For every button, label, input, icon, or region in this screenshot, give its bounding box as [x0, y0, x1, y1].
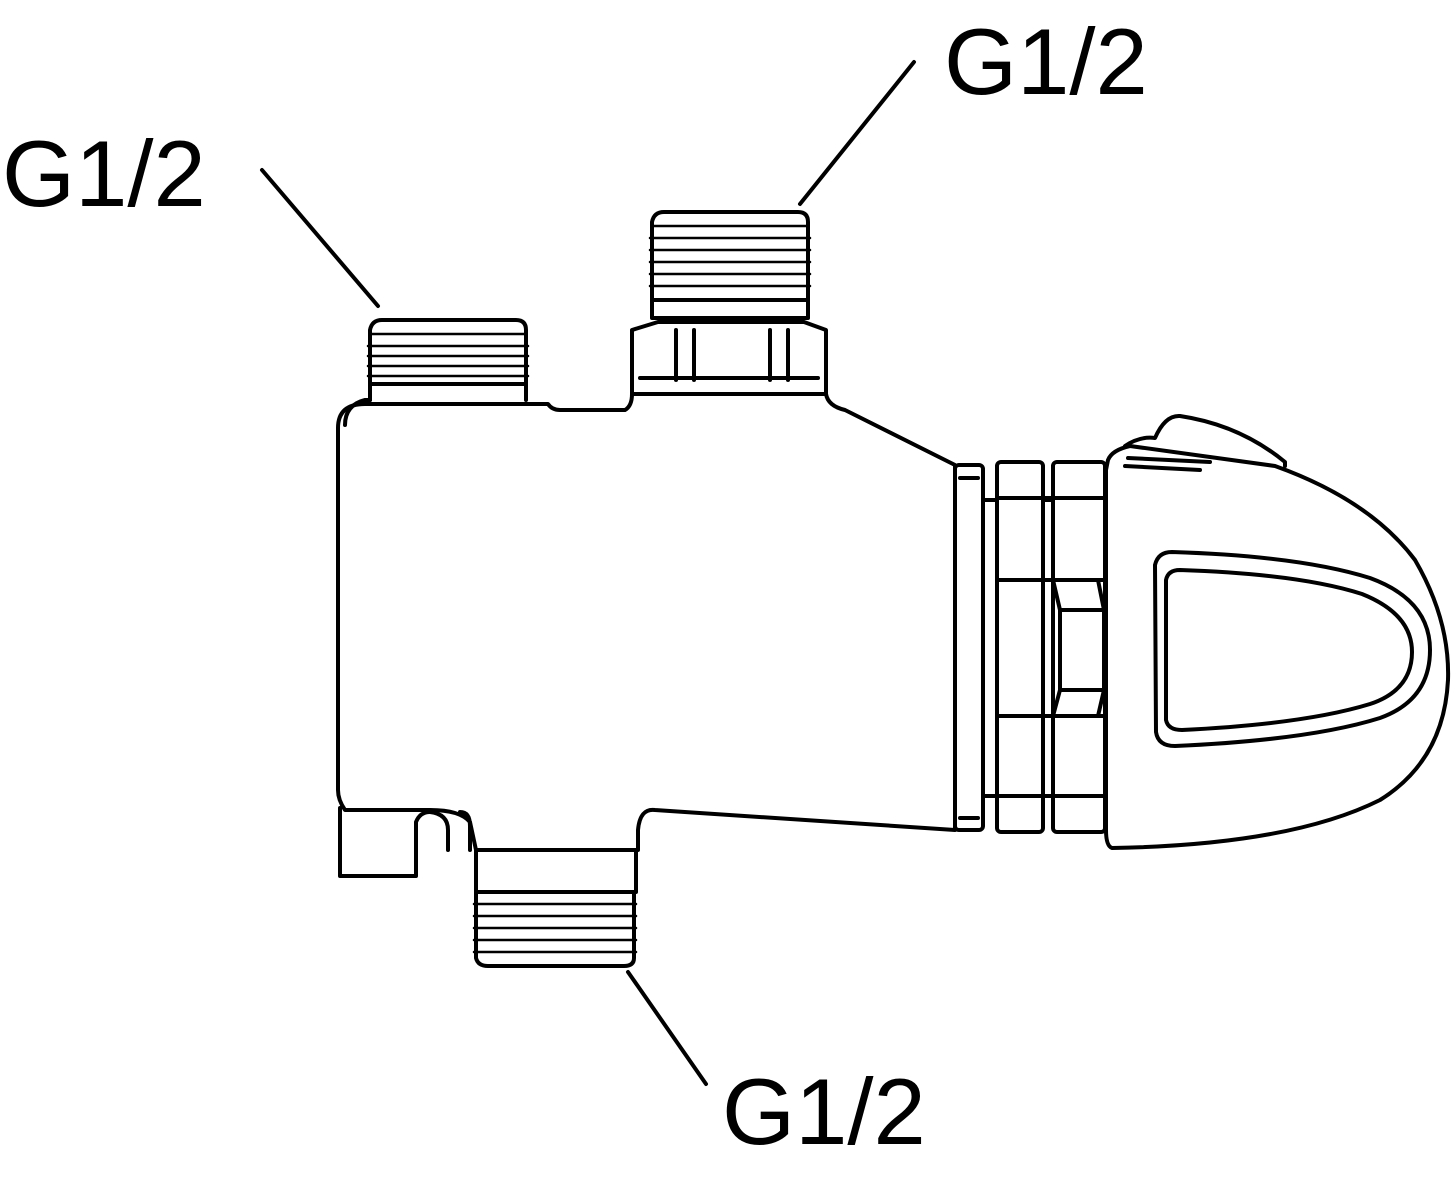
temperature-handle — [1104, 413, 1451, 850]
label-bottom-outlet-thread-size: G1/2 — [722, 1059, 926, 1164]
leader-line-top — [798, 60, 916, 206]
valve-body — [336, 381, 957, 878]
adjustment-collar — [953, 460, 1107, 834]
leader-lines — [260, 60, 916, 1086]
label-top-inlet-thread-size: G1/2 — [944, 9, 1148, 114]
leader-line-bottom — [626, 970, 708, 1086]
leader-line-left — [260, 168, 380, 308]
top-inlet-thread — [630, 210, 828, 396]
label-left-inlet-thread-size: G1/2 — [2, 121, 206, 226]
bottom-outlet-thread — [472, 848, 638, 968]
left-inlet-thread — [366, 318, 530, 402]
